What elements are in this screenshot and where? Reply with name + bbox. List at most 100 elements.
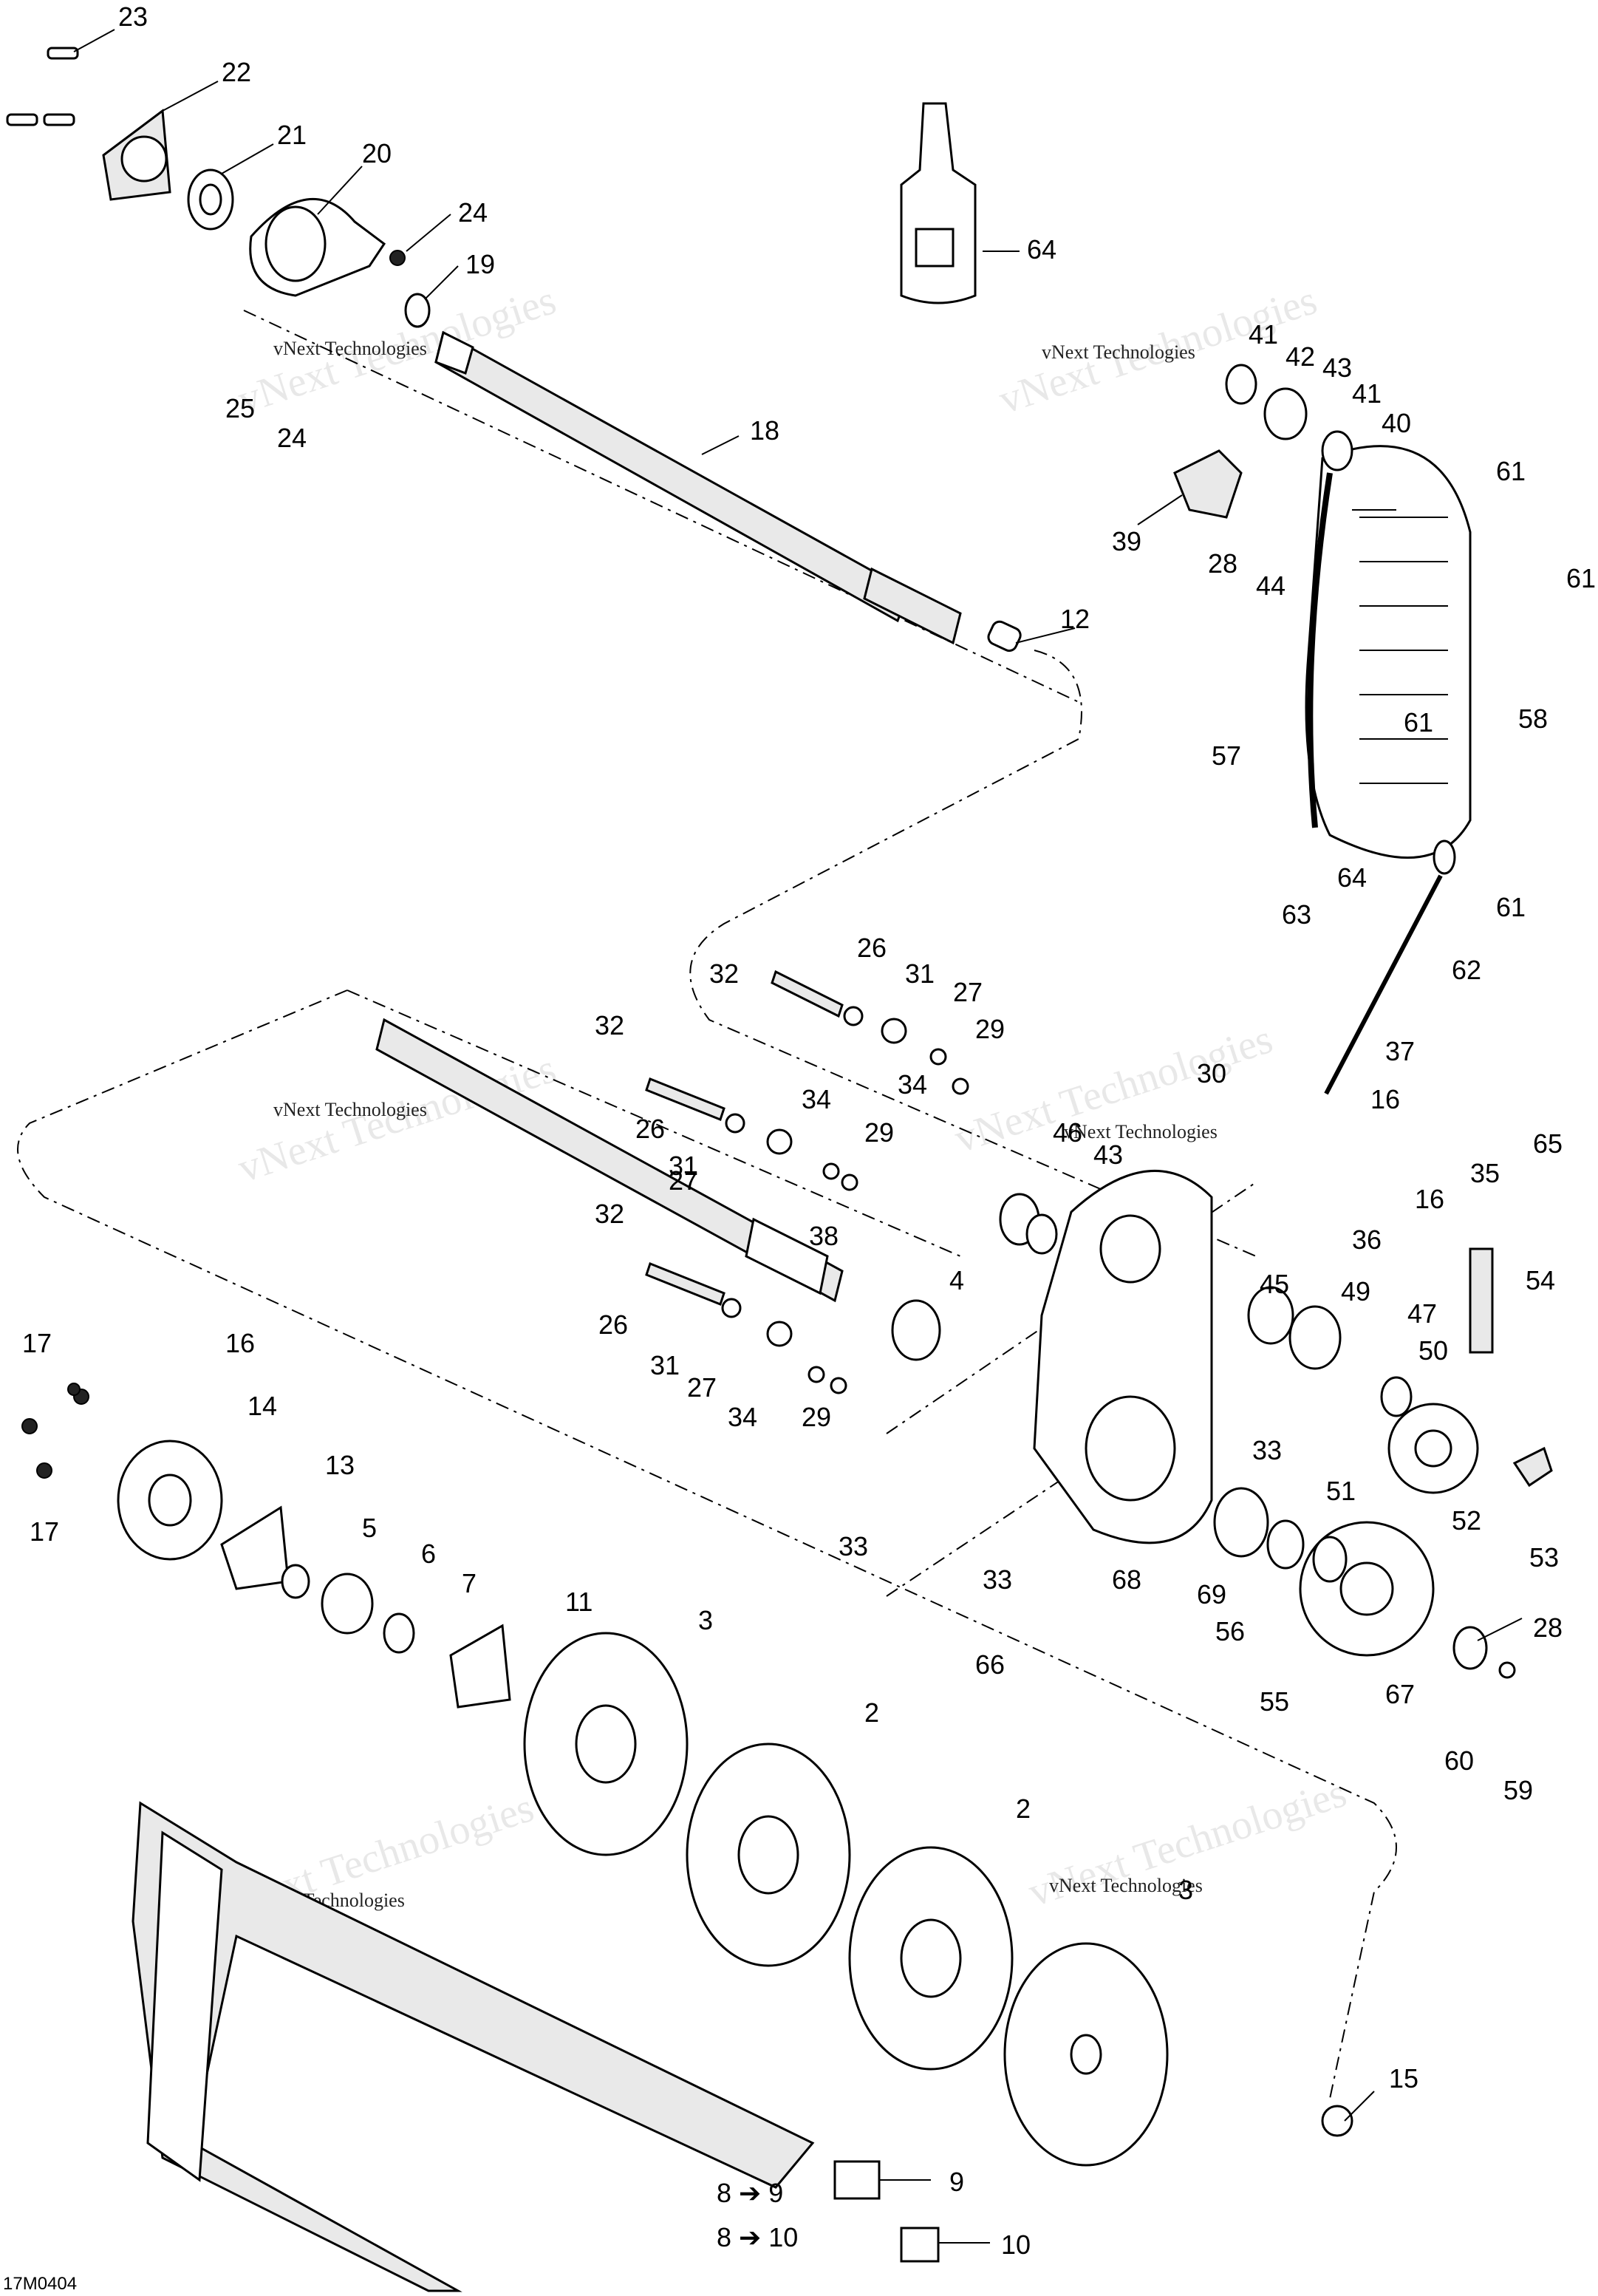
callout-label: 58: [1518, 704, 1548, 734]
callout-label: 26: [598, 1309, 628, 1340]
callout-label: 26: [857, 933, 887, 963]
callout-label: 12: [1060, 604, 1090, 634]
callout-label: 16: [1370, 1084, 1400, 1114]
callout-label: 22: [222, 57, 251, 87]
callout-label: 49: [1341, 1276, 1370, 1307]
callout-label: 9: [949, 2167, 964, 2197]
callout-label: 3: [1178, 1875, 1193, 1905]
callout-label: 44: [1256, 570, 1285, 601]
callout-label: 30: [1197, 1058, 1226, 1089]
callout-label: 8 ➔ 9: [717, 2178, 783, 2208]
callout-label: 41: [1249, 319, 1278, 350]
callout-label: 57: [1212, 740, 1241, 771]
callout-label: 64: [1337, 862, 1367, 893]
dipstick: [1324, 839, 1456, 1095]
callout-label: 28: [1208, 548, 1237, 579]
callout-label: 24: [458, 197, 488, 228]
callout-label: 33: [1252, 1435, 1282, 1465]
callout-label: 20: [362, 138, 392, 168]
callout-label: 33: [983, 1564, 1012, 1595]
callout-label: 31: [905, 958, 935, 989]
callout-label: 55: [1260, 1686, 1289, 1717]
callout-label: 65: [1533, 1128, 1563, 1159]
callout-label: 52: [1452, 1505, 1481, 1536]
callout-label: 61: [1496, 456, 1526, 486]
callout-label: 23: [118, 1, 148, 32]
callout-label: 27: [953, 977, 983, 1007]
callout-label: 31: [650, 1350, 680, 1380]
callout-label: 56: [1215, 1616, 1245, 1646]
callout-label: 5: [362, 1513, 377, 1543]
callout-label: 18: [750, 415, 779, 446]
callout-label: 35: [1470, 1158, 1500, 1188]
chaincase-cover: [1173, 364, 1472, 859]
callout-label: 28: [1533, 1612, 1563, 1643]
callout-label: 8 ➔ 10: [717, 2222, 798, 2252]
callout-label: 17: [22, 1328, 52, 1358]
callout-label: 47: [1407, 1298, 1437, 1329]
callout-label: 50: [1418, 1335, 1448, 1366]
callout-label: 29: [864, 1117, 894, 1148]
callout-label: 11: [565, 1587, 593, 1617]
callout-label: 39: [1112, 526, 1141, 556]
callout-label: 26: [635, 1114, 665, 1144]
callout-label: 66: [975, 1649, 1005, 1680]
callout-label: 19: [465, 249, 495, 279]
watermark-text: vNext Technologies: [273, 338, 427, 359]
callout-label: 14: [247, 1391, 277, 1421]
callout-label: 29: [802, 1402, 831, 1432]
callout-label: 51: [1326, 1476, 1356, 1506]
callout-label: 13: [325, 1450, 355, 1480]
callout-label: 27: [687, 1372, 717, 1403]
track-sprockets: [523, 1632, 1353, 2167]
callout-label: 6: [421, 1539, 436, 1569]
callout-label: 41: [1352, 378, 1382, 409]
callout-label: 32: [709, 958, 739, 989]
chaincase-housing: [891, 1169, 1213, 1544]
callout-label: 3: [698, 1605, 713, 1635]
callout-label: 67: [1385, 1679, 1415, 1709]
callout-label: 61: [1404, 707, 1433, 737]
callout-label: 43: [1093, 1140, 1123, 1170]
callout-label: 31: [669, 1151, 698, 1181]
callout-label: 21: [277, 120, 307, 150]
callout-label: 62: [1452, 955, 1481, 985]
callout-label: 27: [669, 1165, 698, 1196]
callout-label: 16: [1415, 1184, 1444, 1214]
track-clips: [833, 2160, 940, 2263]
callout-labels: 23 22 21 20 24 19 25 24 18 12 64 41 42 4…: [22, 1, 1596, 2260]
bearing-assembly-top-left: [6, 47, 431, 328]
callout-label: 63: [1282, 899, 1311, 930]
callout-label: 40: [1382, 408, 1411, 438]
callout-label: 32: [595, 1010, 624, 1040]
callout-label: 45: [1260, 1269, 1289, 1299]
callout-label: 24: [277, 423, 307, 453]
watermark-text: vNext Technologies: [1042, 341, 1195, 363]
drive-axle: [375, 1018, 844, 1303]
callout-label: 25: [225, 393, 255, 423]
callout-label: 61: [1566, 563, 1596, 593]
callout-label: 17: [30, 1516, 59, 1547]
callout-label: 15: [1389, 2063, 1418, 2094]
callout-label: 54: [1526, 1265, 1555, 1295]
callout-label: 38: [809, 1221, 839, 1251]
callout-label: 69: [1197, 1579, 1226, 1609]
callout-label: 7: [462, 1568, 477, 1598]
drive-track: [132, 1801, 815, 2292]
callout-label: 34: [898, 1069, 927, 1100]
leader-lines: [73, 29, 1523, 2244]
sprocket-gears: [1213, 1247, 1553, 1679]
callout-label: 16: [225, 1328, 255, 1358]
oil-bottle: [900, 102, 977, 304]
watermark-text: vNext Technologies: [273, 1099, 427, 1120]
diagram-code: 17M0404: [3, 2274, 77, 2294]
callout-label: 60: [1444, 1745, 1474, 1776]
watermark-text: vNext Technologies: [1049, 1875, 1203, 1896]
axle-shaft-18: [434, 330, 1022, 653]
callout-label: 61: [1496, 892, 1526, 922]
callout-label: 10: [1001, 2229, 1031, 2260]
callout-label: 29: [975, 1014, 1005, 1044]
callout-label: 59: [1503, 1775, 1533, 1805]
watermark-text: vNext Technologies: [1064, 1121, 1218, 1142]
